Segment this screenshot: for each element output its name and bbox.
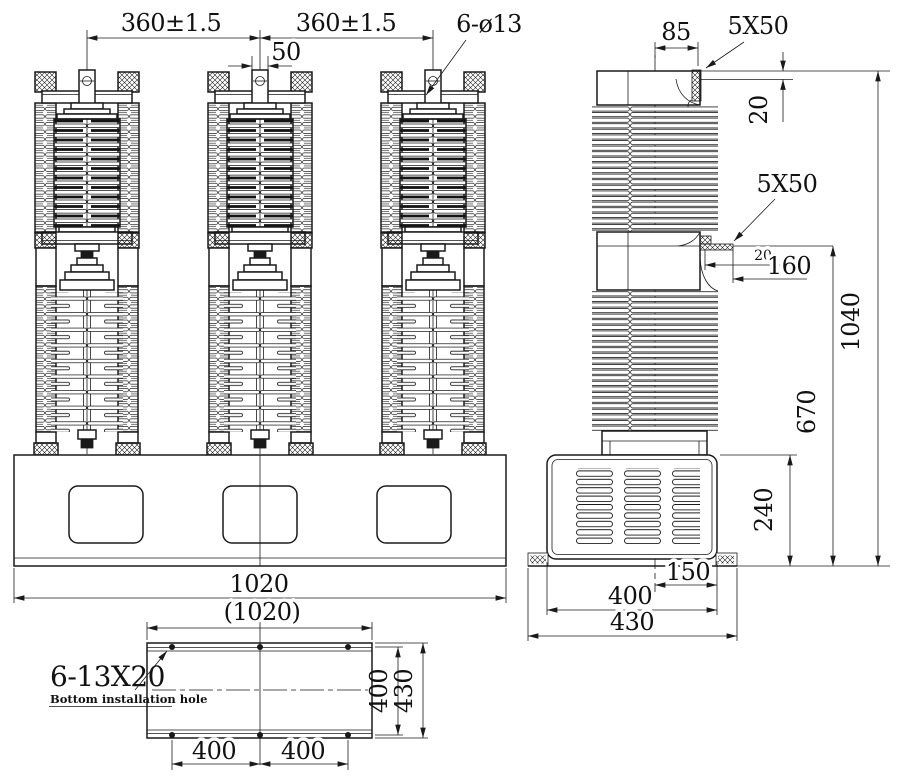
- dim-upper-height: 670: [793, 390, 821, 434]
- side-base-box: [527, 454, 890, 567]
- bottom-plate: [146, 620, 373, 765]
- front-window-right: [376, 485, 452, 544]
- pole-left: [33, 29, 141, 456]
- bottom-dimensions: (1020) 6-13X20 Bottom installation hole …: [49, 595, 428, 770]
- dim-side-box-width: 400: [608, 582, 652, 610]
- front-window-left: [68, 485, 144, 544]
- dim-top-bracket-width: 85: [661, 18, 691, 46]
- callout-mid-slot: 5X50: [757, 170, 818, 198]
- dim-pole-spacing-right: 360±1.5: [296, 9, 397, 37]
- mounting-hole: [345, 644, 351, 650]
- dim-total-height: 1040: [837, 292, 865, 351]
- callout-terminal-holes: 6-ø13: [456, 10, 522, 38]
- ventilation-louvers: [567, 468, 700, 544]
- dim-pole-spacing-left: 360±1.5: [121, 9, 222, 37]
- dim-mid-plate-thickness: 20: [754, 248, 772, 264]
- callout-mounting-holes: 6-13X20: [50, 660, 165, 693]
- dim-bottom-overall-depth: 430: [390, 669, 418, 713]
- dim-hole-row-span: 400: [365, 669, 393, 713]
- dim-center-to-edge: 150: [666, 558, 710, 586]
- dim-bottom-overall-width: (1020): [224, 598, 301, 626]
- dim-side-base-width: 430: [610, 608, 654, 636]
- pole-right: [379, 29, 487, 456]
- dim-terminal-width: 50: [271, 38, 301, 66]
- front-view: 360±1.5 360±1.5 50 6-ø13 1020: [13, 9, 522, 603]
- dim-top-plate-thickness: 20: [745, 95, 773, 125]
- mounting-hole: [257, 644, 263, 650]
- bottom-view: (1020) 6-13X20 Bottom installation hole …: [49, 595, 428, 770]
- front-base-box: [13, 454, 507, 567]
- mounting-hole: [169, 732, 175, 738]
- note-mounting-holes: Bottom installation hole: [50, 692, 207, 706]
- pole-center: [206, 29, 314, 456]
- mounting-hole: [169, 644, 175, 650]
- mounting-hole: [345, 732, 351, 738]
- side-view: 85 5X50 20 5X50 20 160 1040 670 240 150: [527, 12, 890, 641]
- mounting-hole: [257, 732, 263, 738]
- side-insulator-column: [592, 69, 890, 456]
- dim-hole-span-left: 400: [192, 737, 236, 765]
- dim-front-base-width: 1020: [229, 570, 288, 598]
- front-dimensions: 360±1.5 360±1.5 50 6-ø13 1020: [13, 9, 522, 603]
- dim-hole-span-right: 400: [281, 737, 325, 765]
- side-dimensions: 85 5X50 20 5X50 20 160 1040 670 240 150: [527, 12, 881, 641]
- dim-mid-bracket-reach: 160: [767, 252, 811, 280]
- dim-box-height: 240: [750, 488, 778, 532]
- callout-top-slot: 5X50: [728, 12, 789, 40]
